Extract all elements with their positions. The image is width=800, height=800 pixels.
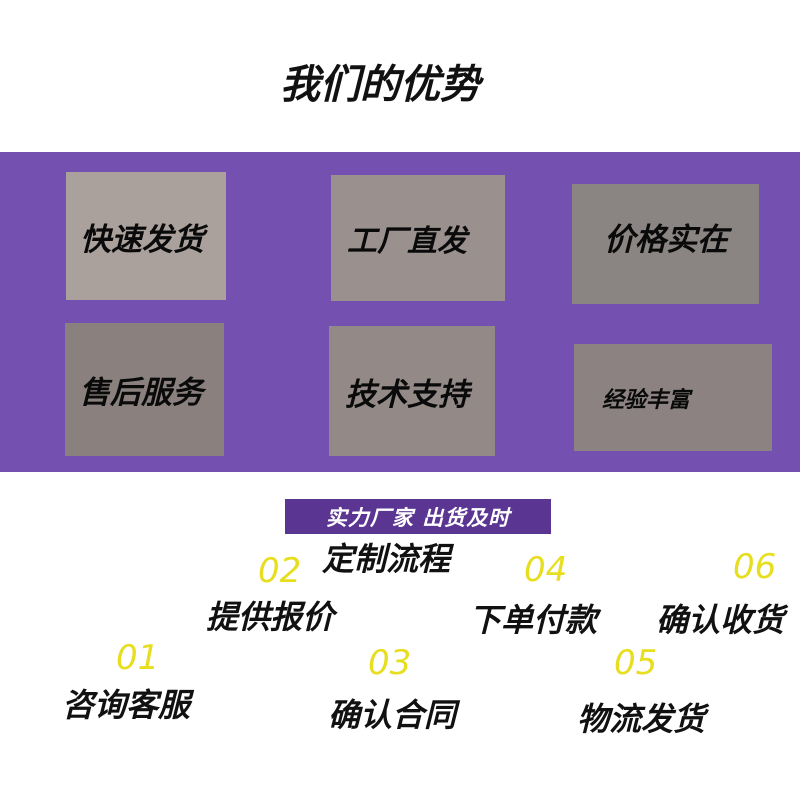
advantage-label: 快速发货 [80, 221, 204, 258]
process-title: 定制流程 [322, 540, 451, 578]
advantage-fair-price: 价格实在 [572, 184, 759, 304]
step-number: 04 [524, 550, 568, 590]
step-number: 06 [733, 547, 777, 587]
step-label: 确认合同 [328, 696, 457, 734]
step-number: 03 [368, 643, 412, 683]
tagline-banner: 实力厂家 出货及时 [285, 499, 551, 534]
page-title: 我们的优势 [280, 62, 480, 108]
step-number: 01 [116, 638, 160, 678]
advantage-label: 工厂直发 [347, 224, 467, 259]
step-label: 下单付款 [469, 601, 598, 639]
advantage-label: 价格实在 [604, 222, 728, 258]
advantage-factory-direct: 工厂直发 [331, 175, 505, 301]
advantage-tech-support: 技术支持 [329, 326, 495, 456]
advantage-label: 经验丰富 [602, 387, 691, 413]
step-label: 确认收货 [656, 601, 785, 639]
advantage-after-sales: 售后服务 [65, 323, 224, 456]
step-number: 05 [614, 643, 658, 683]
advantage-label: 售后服务 [79, 375, 203, 411]
step-label: 咨询客服 [62, 686, 191, 724]
step-number: 02 [258, 551, 302, 591]
step-label: 物流发货 [577, 700, 706, 738]
advantage-experience: 经验丰富 [574, 344, 772, 451]
step-label: 提供报价 [206, 598, 335, 636]
advantages-band: 快速发货 工厂直发 价格实在 售后服务 技术支持 经验丰富 [0, 152, 800, 472]
advantage-label: 技术支持 [345, 376, 469, 413]
advantage-fast-shipping: 快速发货 [66, 172, 226, 300]
